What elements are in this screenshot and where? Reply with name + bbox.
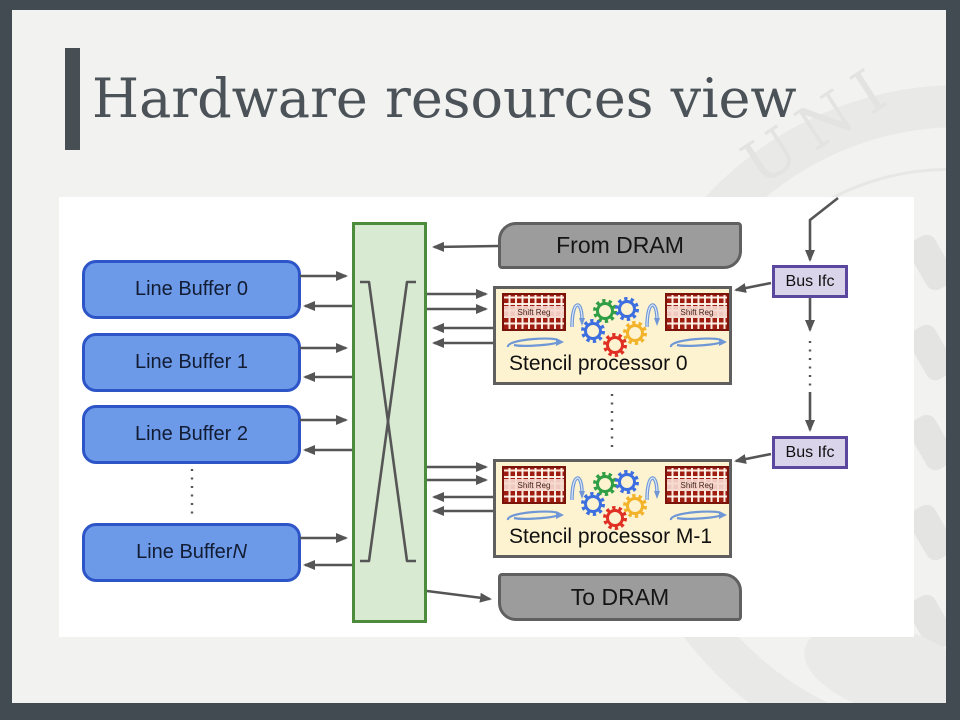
shift-reg-label: Shift Reg (680, 307, 714, 317)
line-buffer-label: Line Buffer 0 (134, 278, 249, 300)
bus-ifc-label: Bus Ifc (785, 272, 835, 290)
shift-register-grid: Shift Reg (502, 293, 566, 331)
to-dram-box: To DRAM (498, 573, 742, 621)
page-title: Hardware resources view (92, 67, 797, 130)
horizontal-loop-arrow-icon (669, 337, 727, 349)
shift-register-grid: Shift Reg (665, 466, 729, 504)
shift-register-band: Shift Reg (504, 306, 564, 318)
vertical-loop-arrow-icon (570, 303, 585, 328)
title-accent-bar (65, 48, 80, 150)
from-dram-box: From DRAM (498, 222, 742, 269)
line-buffer-box-0: Line Buffer 0 (82, 260, 301, 319)
shift-reg-label: Shift Reg (517, 480, 551, 490)
bus-ifc-box-1: Bus Ifc (772, 436, 848, 469)
shift-reg-label: Shift Reg (517, 307, 551, 317)
shift-register-band: Shift Reg (667, 479, 727, 491)
stencil-processor-label: Stencil processor M-1 (509, 525, 713, 548)
from-dram-label: From DRAM (556, 232, 684, 258)
horizontal-loop-arrow-icon (669, 510, 727, 522)
bus-ifc-label: Bus Ifc (785, 443, 835, 461)
line-buffer-label: Line Buffer 1 (134, 351, 249, 373)
stencil-processor-m1-box: Shift Reg Shift Reg (493, 459, 732, 558)
line-buffer-label: Line Buffer 2 (134, 423, 249, 445)
line-buffer-box-2: Line Buffer 2 (82, 405, 301, 464)
bus-ifc-box-0: Bus Ifc (772, 265, 848, 298)
compute-gears-icon (581, 470, 647, 530)
shift-register-grid: Shift Reg (502, 466, 566, 504)
horizontal-loop-arrow-icon (506, 337, 564, 349)
horizontal-loop-arrow-icon (506, 510, 564, 522)
crossbar-switch-box (352, 222, 427, 623)
vertical-loop-arrow-icon (645, 476, 660, 501)
stencil-processor-0-box: Shift Reg Shift Reg (493, 286, 732, 385)
vertical-loop-arrow-icon (570, 476, 585, 501)
line-buffer-label-italic: N (232, 541, 247, 563)
to-dram-label: To DRAM (570, 583, 670, 610)
shift-register-band: Shift Reg (667, 306, 727, 318)
shift-register-band: Shift Reg (504, 479, 564, 491)
shift-register-grid: Shift Reg (665, 293, 729, 331)
vertical-loop-arrow-icon (645, 303, 660, 328)
compute-gears-icon (581, 297, 647, 357)
line-buffer-box-n: Line Buffer N (82, 523, 301, 582)
line-buffer-box-1: Line Buffer 1 (82, 333, 301, 392)
stencil-processor-label: Stencil processor 0 (509, 352, 688, 375)
line-buffer-label: Line Buffer (136, 541, 233, 563)
shift-reg-label: Shift Reg (680, 480, 714, 490)
